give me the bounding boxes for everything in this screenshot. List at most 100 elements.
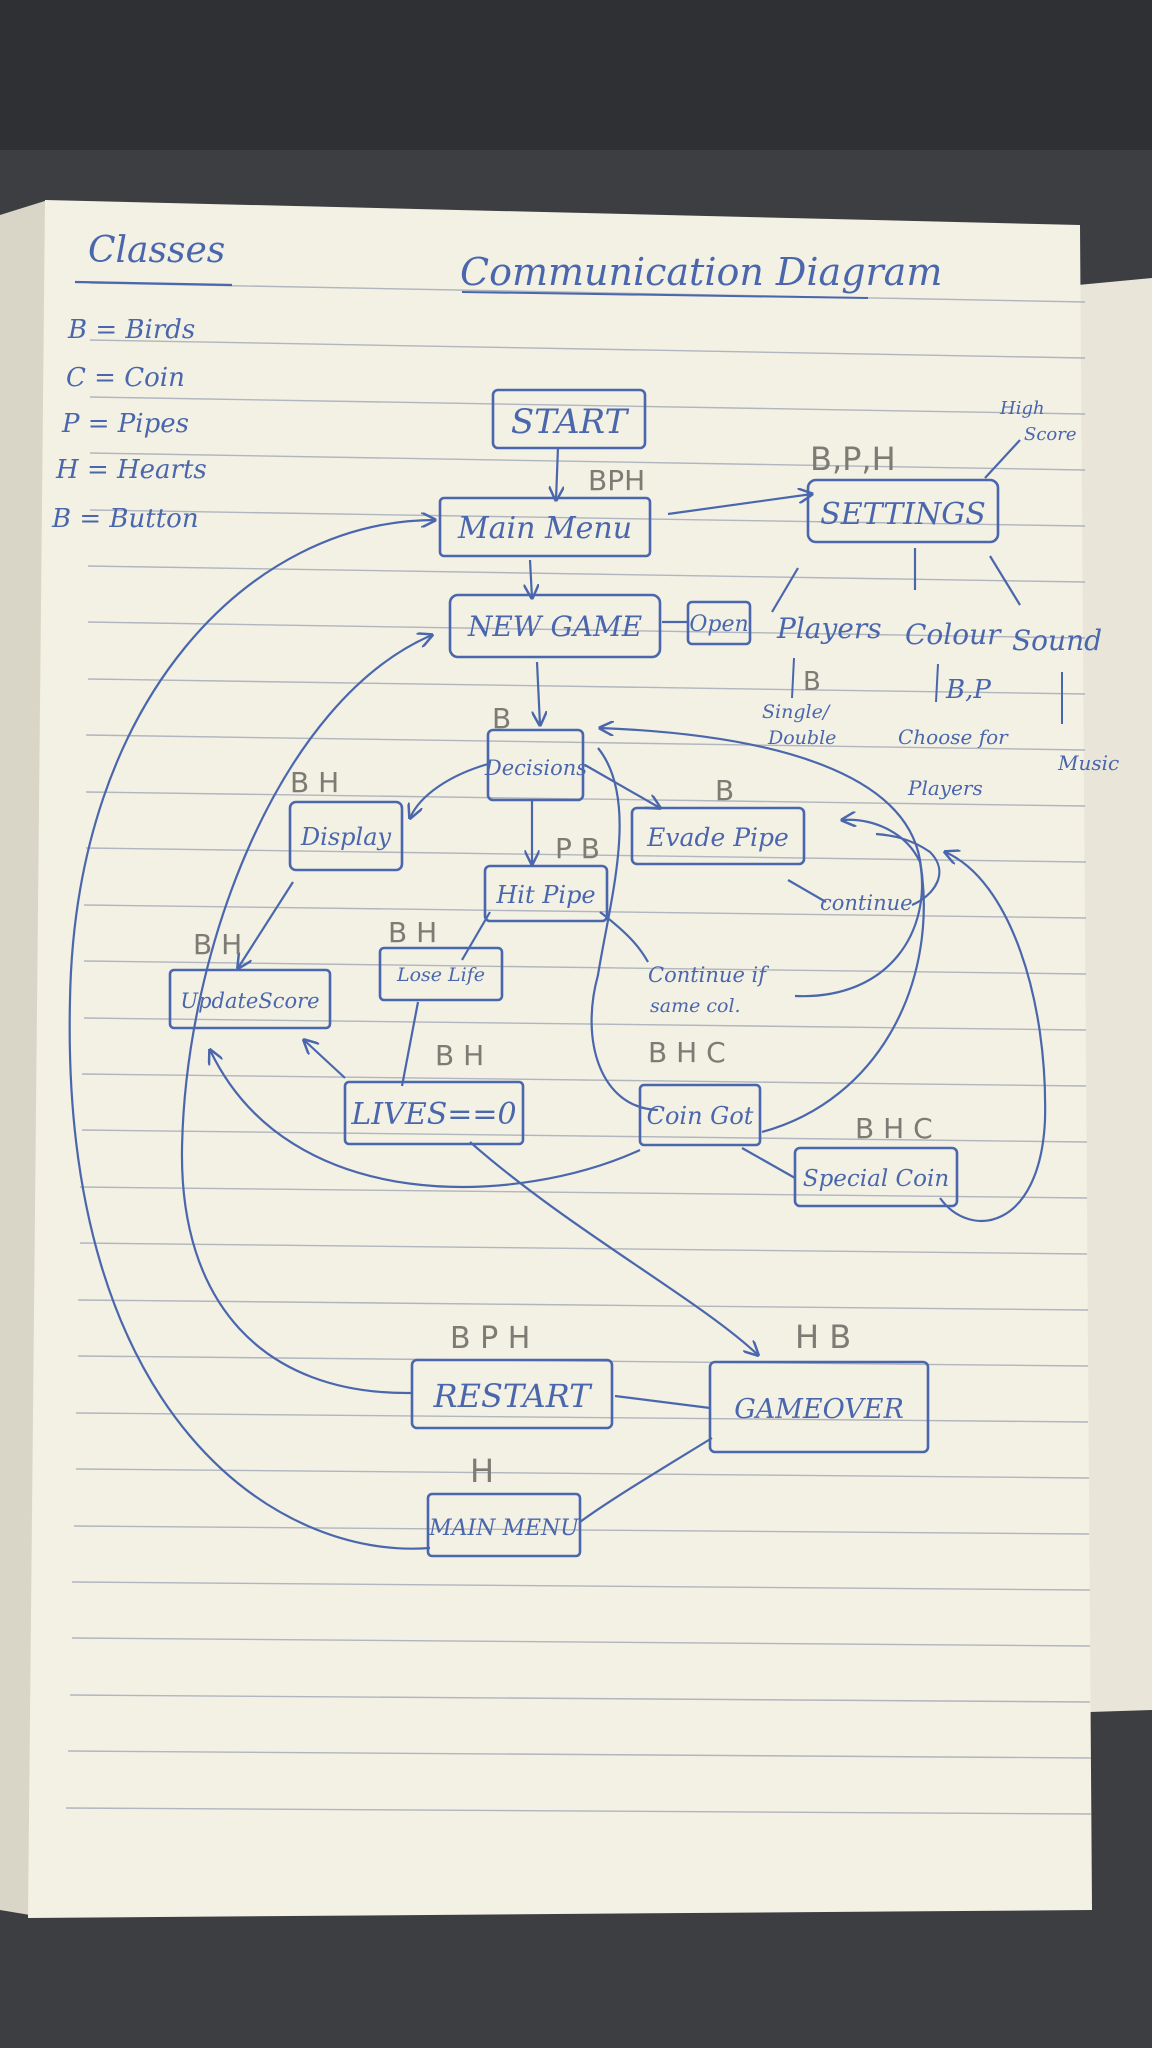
arrow-main-menu-to-settings	[667, 494, 812, 516]
node-main-menu-end: MAIN MENU	[426, 1492, 582, 1558]
tag-hit-pipe: P B	[555, 832, 600, 865]
node-lives-zero-label: LIVES==0	[350, 1097, 516, 1132]
node-update-score: UpdateScore	[168, 968, 332, 1030]
node-game-over-label: GAMEOVER	[734, 1394, 904, 1425]
legend-item-coin: C = Coin	[66, 363, 185, 393]
line-settings-to-players	[771, 567, 799, 613]
node-lose-life-label: Lose Life	[396, 964, 485, 986]
node-decisions: Decisions	[484, 728, 587, 802]
settings-players-detail-1: Single/	[762, 701, 831, 723]
settings-high-score-1: High	[999, 398, 1045, 419]
node-restart-label: RESTART	[433, 1377, 594, 1415]
tag-coin-got: B H C	[648, 1036, 726, 1069]
title-underline	[461, 291, 869, 299]
settings-colour: Colour	[905, 618, 1002, 651]
node-settings-label: SETTINGS	[820, 497, 986, 532]
node-new-game-label: NEW GAME	[467, 610, 642, 643]
arrow-decisions-to-display	[410, 762, 489, 818]
line-continue-to-evade-pipe	[875, 832, 941, 907]
line-settings-to-high-score	[984, 439, 1021, 479]
tag-special-coin: B H C	[855, 1112, 933, 1145]
notebook-page	[28, 200, 1092, 1918]
line-restart-to-game-over	[614, 1394, 711, 1410]
node-lives-zero: LIVES==0	[343, 1080, 525, 1146]
node-display: Display	[288, 800, 404, 872]
node-game-over: GAMEOVER	[708, 1360, 930, 1454]
tag-main-menu: BPH	[588, 464, 645, 497]
tag-evade-pipe: B	[715, 774, 734, 807]
legend-item-button: B = Button	[51, 504, 199, 534]
node-hit-pipe-label: Hit Pipe	[495, 881, 595, 909]
line-lose-life-to-lives	[400, 1001, 420, 1087]
arrow-lives-to-game-over	[469, 1141, 758, 1355]
legend-item-pipes: P = Pipes	[61, 409, 189, 439]
flow-connectors	[68, 439, 1047, 1550]
tag-game-over: H B	[795, 1318, 851, 1356]
tag-update-score: B H	[193, 928, 242, 961]
legend-heading-underline	[74, 280, 233, 287]
arrow-special-coin-to-evade-pipe	[939, 852, 1047, 1222]
tag-main-menu-end: H	[470, 1452, 494, 1490]
arrow-main-menu-end-to-main-menu	[68, 520, 435, 1550]
diagram-title: Communication Diagram	[460, 250, 942, 294]
tag-settings: B,P,H	[810, 440, 896, 478]
settings-sound: Sound	[1012, 624, 1102, 657]
arrow-coin-got-to-decisions	[600, 728, 925, 1134]
tag-restart: B P H	[450, 1321, 530, 1356]
line-evade-pipe-to-continue	[787, 879, 827, 903]
annotation-continue-if: Continue if	[648, 963, 769, 987]
settings-players-class: B	[803, 667, 821, 697]
node-special-coin: Special Coin	[793, 1146, 959, 1208]
node-new-game: NEW GAME	[448, 593, 662, 659]
node-decisions-label: Decisions	[484, 756, 587, 780]
arrow-restart-to-new-game	[180, 635, 432, 1395]
arrow-lives-to-update-score	[304, 1040, 346, 1079]
settings-colour-detail-2: Players	[907, 776, 983, 800]
node-start-label: START	[511, 402, 630, 442]
node-start: START	[491, 388, 647, 450]
node-coin-got-label: Coin Got	[647, 1102, 754, 1130]
node-settings: SETTINGS	[806, 478, 1000, 544]
legend-item-birds: B = Birds	[67, 315, 195, 345]
node-main-menu-end-label: MAIN MENU	[428, 1516, 580, 1541]
arrow-coin-got-to-update-score	[210, 1050, 641, 1188]
node-display-label: Display	[300, 823, 392, 851]
tag-lose-life: B H	[388, 916, 437, 949]
settings-players-detail-2: Double	[767, 727, 836, 749]
next-page	[1078, 278, 1152, 1712]
line-coin-got-to-decisions	[590, 747, 659, 1112]
settings-high-score-2: Score	[1024, 424, 1077, 445]
tag-decisions: B	[492, 702, 511, 735]
settings-colour-class: B,P	[945, 675, 991, 705]
ruled-lines	[65, 282, 1092, 1815]
colour-branch-line	[935, 663, 939, 703]
arrow-decisions-to-evade-pipe	[584, 764, 660, 808]
page-stack-edge	[0, 200, 48, 1915]
node-special-coin-label: Special Coin	[803, 1166, 949, 1192]
node-lose-life: Lose Life	[378, 946, 504, 1002]
keyboard-shadow	[0, 0, 1152, 150]
line-settings-to-sound	[989, 555, 1021, 606]
settings-sound-detail: Music	[1057, 751, 1119, 775]
node-evade-pipe-label: Evade Pipe	[646, 823, 789, 852]
tag-lives-zero: B H	[435, 1039, 484, 1072]
node-update-score-label: UpdateScore	[180, 989, 319, 1013]
node-coin-got: Coin Got	[638, 1083, 762, 1147]
legend-item-hearts: H = Hearts	[55, 455, 207, 485]
line-coin-got-to-special-coin	[741, 1147, 796, 1179]
node-open-label: Open	[689, 612, 748, 637]
annotation-same-col: same col.	[650, 995, 741, 1017]
line-game-over-to-main-menu	[579, 1437, 713, 1523]
settings-players: Players	[776, 612, 882, 645]
arrow-new-game-to-decisions	[537, 661, 540, 725]
annotation-continue: continue	[820, 891, 913, 915]
node-open: Open	[686, 600, 752, 646]
node-evade-pipe: Evade Pipe	[630, 806, 806, 866]
node-restart: RESTART	[410, 1358, 614, 1430]
players-branch-line	[791, 657, 795, 699]
arrow-start-to-main-menu	[556, 446, 558, 500]
arrow-main-menu-to-new-game	[530, 559, 532, 598]
node-main-menu: Main Menu	[438, 496, 652, 558]
tag-display: B H	[290, 766, 339, 799]
